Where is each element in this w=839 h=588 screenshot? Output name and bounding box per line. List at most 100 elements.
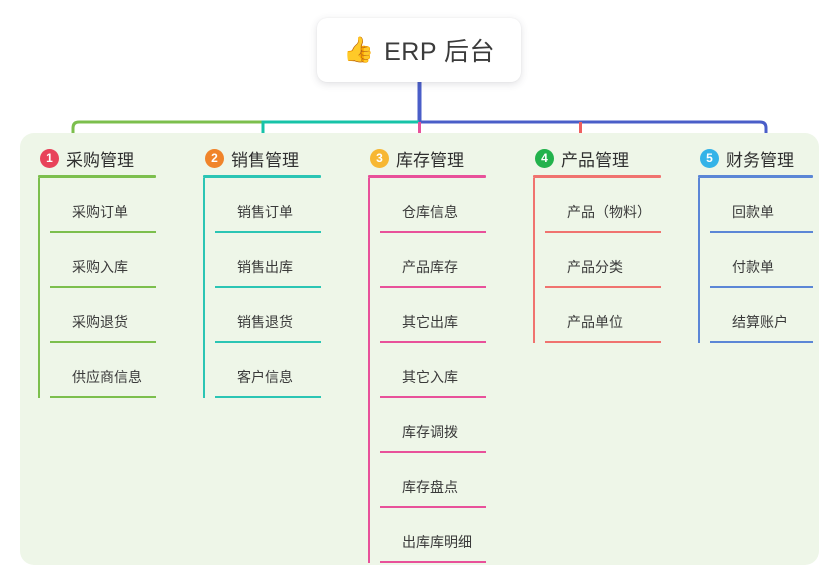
list-item-rule	[50, 341, 156, 343]
list-item[interactable]: 其它出库	[380, 288, 486, 343]
list-item-rule	[380, 231, 486, 233]
column-items-4: 产品（物料） 产品分类产品单位	[533, 178, 661, 343]
list-item-rule	[710, 231, 813, 233]
column-title-2: 销售管理	[231, 150, 299, 170]
list-item[interactable]: 库存盘点	[380, 453, 486, 508]
column-rule-3	[368, 175, 486, 178]
list-item-rule	[215, 341, 321, 343]
column-items-5: 回款单付款单结算账户	[698, 178, 813, 343]
list-item[interactable]: 回款单	[710, 178, 813, 233]
list-item-rule	[710, 341, 813, 343]
list-item-label: 产品分类	[567, 259, 623, 275]
column-header-2[interactable]: 2 销售管理	[203, 145, 321, 171]
list-item-label: 库存盘点	[402, 479, 458, 495]
column-badge-1: 1	[40, 148, 59, 168]
list-item-rule	[50, 286, 156, 288]
list-item-label: 付款单	[732, 259, 774, 275]
list-item-label: 采购订单	[72, 204, 128, 220]
list-item-label: 回款单	[732, 204, 774, 220]
column-title-4: 产品管理	[561, 150, 629, 170]
column-spine-2	[203, 178, 205, 398]
list-item-rule	[380, 341, 486, 343]
list-item-rule	[545, 286, 661, 288]
list-item[interactable]: 采购订单	[50, 178, 156, 233]
column-rule-4	[533, 175, 661, 178]
list-item-rule	[50, 231, 156, 233]
page-title: ERP 后台	[384, 38, 496, 66]
list-item-rule	[215, 286, 321, 288]
list-item[interactable]: 出库库明细	[380, 508, 486, 563]
list-item-label: 采购退货	[72, 314, 128, 330]
list-item[interactable]: 结算账户	[710, 288, 813, 343]
list-item-rule	[215, 396, 321, 398]
list-item[interactable]: 产品单位	[545, 288, 661, 343]
column-items-2: 销售订单销售出库销售退货客户信息	[203, 178, 321, 398]
list-item-label: 销售出库	[237, 259, 293, 275]
list-item-label: 采购入库	[72, 259, 128, 275]
list-item[interactable]: 库存调拨	[380, 398, 486, 453]
column-header-5[interactable]: 5 财务管理	[698, 145, 813, 171]
diagram-panel	[20, 133, 819, 565]
column-badge-4: 4	[535, 148, 554, 168]
column-title-1: 采购管理	[66, 150, 134, 170]
list-item-label: 供应商信息	[72, 369, 142, 385]
column-spine-3	[368, 178, 370, 563]
column-1: 1 采购管理采购订单采购入库采购退货供应商信息	[38, 145, 156, 398]
column-4: 4 产品管理产品（物料） 产品分类产品单位	[533, 145, 661, 343]
list-item-label: 仓库信息	[402, 204, 458, 220]
list-item[interactable]: 客户信息	[215, 343, 321, 398]
list-item-rule	[380, 506, 486, 508]
column-title-5: 财务管理	[726, 150, 794, 170]
list-item-rule	[380, 561, 486, 563]
list-item-label: 销售退货	[237, 314, 293, 330]
list-item[interactable]: 销售订单	[215, 178, 321, 233]
list-item[interactable]: 其它入库	[380, 343, 486, 398]
list-item-rule	[380, 451, 486, 453]
column-spine-4	[533, 178, 535, 343]
column-rule-1	[38, 175, 156, 178]
list-item-label: 库存调拨	[402, 424, 458, 440]
column-items-1: 采购订单采购入库采购退货供应商信息	[38, 178, 156, 398]
list-item-label: 产品单位	[567, 314, 623, 330]
list-item-rule	[710, 286, 813, 288]
list-item-rule	[50, 396, 156, 398]
list-item-rule	[380, 286, 486, 288]
list-item-rule	[215, 231, 321, 233]
column-title-3: 库存管理	[396, 150, 464, 170]
list-item[interactable]: 采购退货	[50, 288, 156, 343]
list-item[interactable]: 产品（物料）	[545, 178, 661, 233]
column-badge-5: 5	[700, 148, 719, 168]
root-title-card[interactable]: 👍 ERP 后台	[317, 18, 521, 82]
list-item-rule	[545, 231, 661, 233]
column-header-4[interactable]: 4 产品管理	[533, 145, 661, 171]
list-item[interactable]: 销售出库	[215, 233, 321, 288]
thumbs-up-icon: 👍	[342, 35, 375, 64]
list-item[interactable]: 产品库存	[380, 233, 486, 288]
column-items-3: 仓库信息产品库存其它出库其它入库库存调拨库存盘点出库库明细	[368, 178, 486, 563]
list-item-label: 销售订单	[237, 204, 293, 220]
list-item[interactable]: 供应商信息	[50, 343, 156, 398]
list-item-rule	[380, 396, 486, 398]
column-badge-3: 3	[370, 148, 389, 168]
list-item-rule	[545, 341, 661, 343]
column-5: 5 财务管理回款单付款单结算账户	[698, 145, 813, 343]
column-rule-5	[698, 175, 813, 178]
column-3: 3 库存管理仓库信息产品库存其它出库其它入库库存调拨库存盘点出库库明细	[368, 145, 486, 563]
column-2: 2 销售管理销售订单销售出库销售退货客户信息	[203, 145, 321, 398]
list-item-label: 客户信息	[237, 369, 293, 385]
list-item[interactable]: 采购入库	[50, 233, 156, 288]
list-item[interactable]: 产品分类	[545, 233, 661, 288]
list-item[interactable]: 销售退货	[215, 288, 321, 343]
column-spine-1	[38, 178, 40, 398]
list-item-label: 产品（物料）	[567, 204, 651, 220]
list-item[interactable]: 付款单	[710, 233, 813, 288]
list-item[interactable]: 仓库信息	[380, 178, 486, 233]
column-badge-2: 2	[205, 148, 224, 168]
list-item-label: 出库库明细	[402, 534, 472, 550]
column-header-3[interactable]: 3 库存管理	[368, 145, 486, 171]
list-item-label: 其它入库	[402, 369, 458, 385]
column-spine-5	[698, 178, 700, 343]
list-item-label: 产品库存	[402, 259, 458, 275]
column-header-1[interactable]: 1 采购管理	[38, 145, 156, 171]
list-item-label: 结算账户	[732, 314, 788, 330]
